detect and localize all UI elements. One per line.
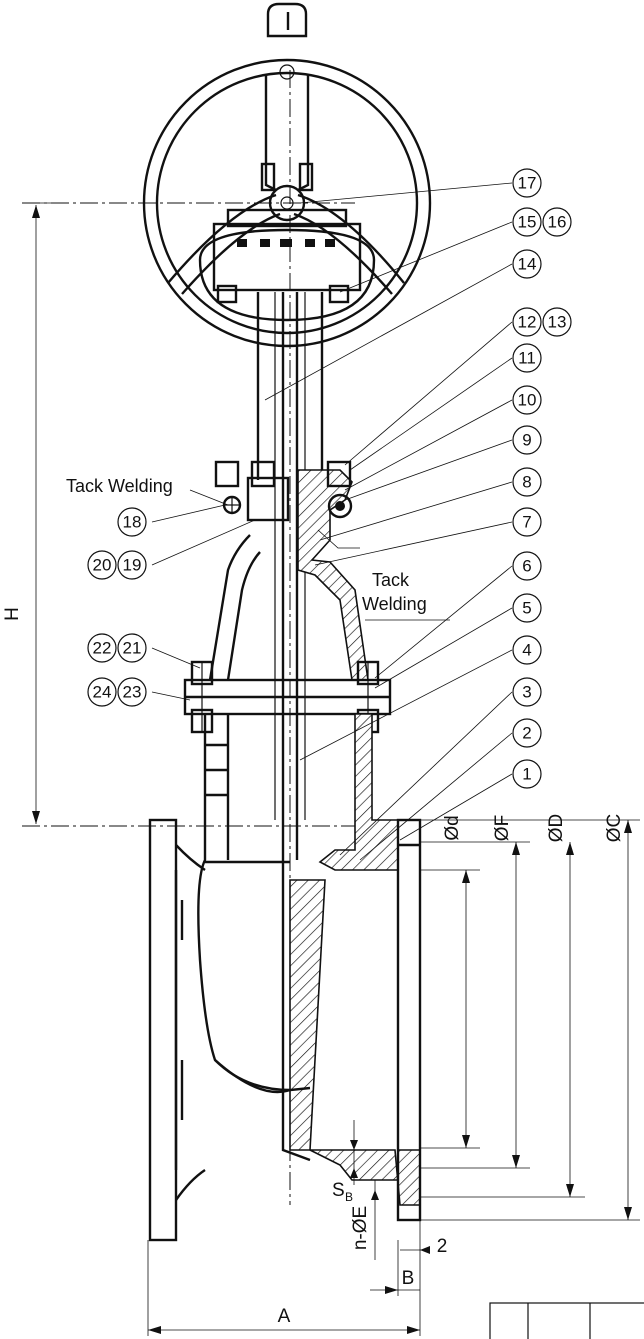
- tack-welding-right-note-1: Tack: [372, 570, 410, 590]
- callout-16: 16: [548, 213, 567, 232]
- handwheel: [142, 2, 432, 348]
- dim-nOE: n-ØE: [350, 1206, 371, 1250]
- dim-S-sub: B: [345, 1190, 353, 1204]
- dim-Od: Ød: [442, 815, 463, 840]
- tack-welding-left-note: Tack Welding: [66, 476, 173, 496]
- bonnet: [183, 460, 392, 734]
- dim-S: S: [332, 1180, 345, 1201]
- dim-OC: ØC: [604, 814, 625, 843]
- callouts-right: 17 15 16 14 12 13 11 10 9 8 7 6 5 4 3 2 …: [512, 168, 572, 789]
- callout-24: 24: [93, 683, 112, 702]
- callout-23: 23: [123, 683, 142, 702]
- dim-A: A: [278, 1306, 291, 1327]
- callout-5: 5: [522, 599, 531, 618]
- stem: [256, 292, 324, 860]
- callout-14: 14: [518, 255, 537, 274]
- callout-9: 9: [522, 431, 531, 450]
- callout-21: 21: [123, 639, 142, 658]
- callout-8: 8: [522, 473, 531, 492]
- dim-OF: ØF: [492, 815, 513, 841]
- callout-20: 20: [93, 556, 112, 575]
- dim-B: B: [402, 1268, 415, 1289]
- tack-welding-right-note-2: Welding: [362, 594, 427, 614]
- callout-12: 12: [518, 313, 537, 332]
- callout-13: 13: [548, 313, 567, 332]
- notes: Tack Welding Tack Welding: [66, 476, 427, 614]
- callout-22: 22: [93, 639, 112, 658]
- callout-10: 10: [518, 391, 537, 410]
- table-stub: [489, 1302, 644, 1339]
- dim-2: 2: [437, 1236, 448, 1257]
- dimension-lines: [22, 202, 640, 1336]
- callout-7: 7: [522, 513, 531, 532]
- callout-6: 6: [522, 557, 531, 576]
- valve-body: [148, 713, 422, 1242]
- callout-3: 3: [522, 683, 531, 702]
- dim-H: H: [2, 607, 23, 621]
- dimension-labels: H A B 2 Ød ØF ØD ØC S B n-ØE: [2, 607, 625, 1327]
- callouts-left: 18 20 19 22 21 24 23: [87, 507, 147, 707]
- callout-19: 19: [123, 556, 142, 575]
- dim-OD: ØD: [546, 814, 567, 843]
- callout-17: 17: [518, 174, 537, 193]
- callout-4: 4: [522, 641, 531, 660]
- callout-15: 15: [518, 213, 537, 232]
- callout-1: 1: [522, 765, 531, 784]
- callout-2: 2: [522, 724, 531, 743]
- leader-lines: [151, 182, 513, 861]
- callout-18: 18: [123, 513, 142, 532]
- callout-11: 11: [518, 349, 536, 368]
